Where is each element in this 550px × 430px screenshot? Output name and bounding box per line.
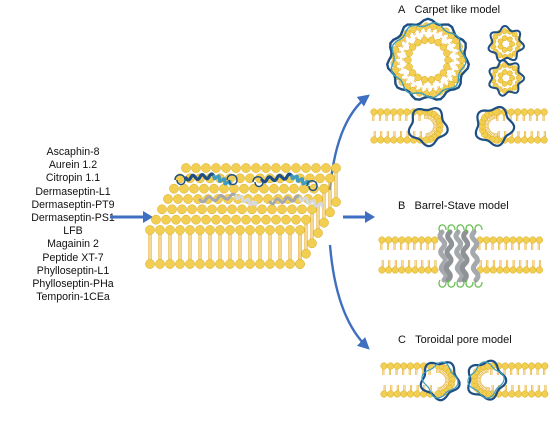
arrow-to-membrane xyxy=(110,211,153,223)
arrow-to-toroidal xyxy=(328,244,370,350)
model-a-label: A Carpet like model xyxy=(398,4,501,16)
peptide-name: Magainin 2 xyxy=(47,238,99,251)
barrel-stave-model-illustration xyxy=(378,224,543,288)
peptide-name: Peptide XT-7 xyxy=(42,251,104,264)
carpet-model-illustration xyxy=(370,17,548,148)
arrow-to-barrel xyxy=(343,211,375,223)
model-b-label: B Barrel-Stave model xyxy=(398,200,509,212)
peptide-name: Ascaphin-8 xyxy=(46,146,100,158)
peptide-name: LFB xyxy=(63,225,83,238)
membrane-block xyxy=(145,163,341,269)
peptide-name: Phylloseptin-PHa xyxy=(32,278,114,291)
peptide-name: Citropin 1.1 xyxy=(45,172,101,185)
model-c-label: C Toroidal pore model xyxy=(398,334,512,346)
peptide-name: Dermaseptin-L1 xyxy=(35,185,111,198)
peptide-name: Aurein 1.2 xyxy=(48,159,98,172)
peptide-name: Phylloseptin-L1 xyxy=(36,264,110,277)
membrane-surface-peptides xyxy=(174,172,324,208)
peptide-name: Dermaseptin‐PS1 xyxy=(31,212,115,225)
peptide-name: Temporin-1CEa xyxy=(36,291,110,304)
peptide-name: Dermaseptin-PT9 xyxy=(31,198,115,211)
toroidal-pore-model-illustration xyxy=(380,359,549,402)
